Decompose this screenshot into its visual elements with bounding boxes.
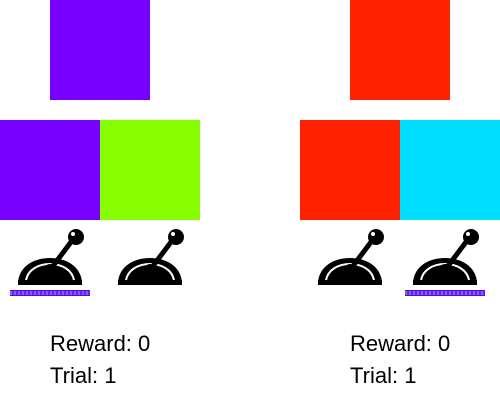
reward-value-left: 0: [138, 331, 151, 356]
lever-left-2[interactable]: [110, 228, 190, 288]
trial-label-left: Trial:: [50, 363, 99, 388]
lever-right-1[interactable]: [310, 228, 390, 288]
lever-icon: [18, 229, 84, 285]
lever-left-1[interactable]: [10, 228, 90, 288]
lever-icon: [413, 229, 479, 285]
option-swatch-left-2[interactable]: [100, 120, 200, 220]
target-color-swatch-left: [50, 0, 150, 100]
trial-value-right: 1: [404, 363, 417, 388]
option-swatch-right-1[interactable]: [300, 120, 400, 220]
trial-text-right: Trial: 1: [350, 362, 416, 390]
selection-indicator-left: [10, 290, 90, 296]
option-swatch-left-1[interactable]: [0, 120, 100, 220]
trial-text-left: Trial: 1: [50, 362, 116, 390]
reward-label-left: Reward:: [50, 331, 132, 356]
reward-value-right: 0: [438, 331, 451, 356]
target-color-swatch-right: [350, 0, 450, 100]
lever-icon: [318, 229, 384, 285]
reward-text-left: Reward: 0: [50, 330, 150, 358]
lever-icon: [118, 229, 184, 285]
trial-value-left: 1: [104, 363, 117, 388]
selection-indicator-right: [405, 290, 485, 296]
option-swatch-right-2[interactable]: [400, 120, 500, 220]
reward-label-right: Reward:: [350, 331, 432, 356]
reward-text-right: Reward: 0: [350, 330, 450, 358]
lever-right-2[interactable]: [405, 228, 485, 288]
trial-label-right: Trial:: [350, 363, 399, 388]
